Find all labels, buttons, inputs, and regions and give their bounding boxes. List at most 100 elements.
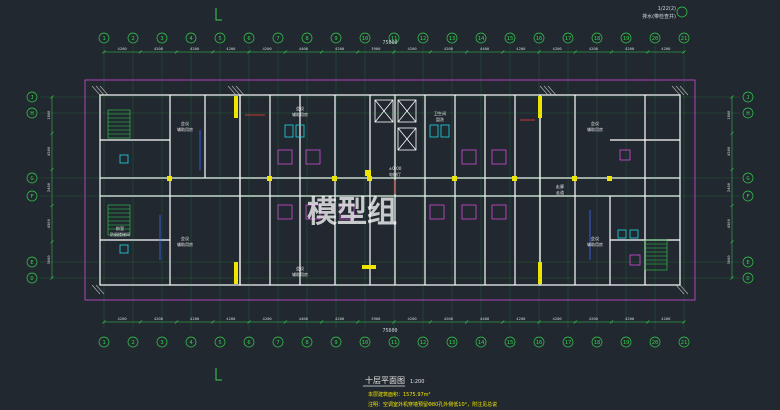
axis-bubble-left: H — [26, 107, 38, 119]
axis-bubble-top: 21 — [678, 32, 690, 44]
axis-bubble-top-label: 10 — [362, 36, 369, 42]
dimension-label-left: 1800 — [46, 110, 51, 120]
axis-bubble-top: 16 — [533, 32, 545, 44]
axis-bubble-top: 1 — [98, 32, 110, 44]
axis-bubble-right-label: G — [746, 176, 749, 182]
axis-bubble-top: 18 — [591, 32, 603, 44]
axis-bubble-top-label: 9 — [334, 36, 337, 42]
total-dimension-top: 75600 — [382, 40, 397, 46]
axis-bubble-top-label: 8 — [305, 36, 308, 42]
axis-bubble-top-label: 16 — [536, 36, 543, 42]
dimension-label-top: 4200 — [553, 46, 563, 51]
axis-bubble-bottom: 14 — [475, 336, 487, 348]
axis-bubble-top: 7 — [272, 32, 284, 44]
dimension-label-bottom: 4200 — [553, 316, 563, 321]
dimension-label-top: 4200 — [589, 46, 599, 51]
axis-bubble-bottom-label: 15 — [507, 340, 514, 346]
dimension-label-top: 4200 — [444, 46, 454, 51]
axis-bubble-left-label: E — [30, 260, 33, 266]
axis-bubble-top-label: 19 — [623, 36, 630, 42]
axis-bubble-top: 10 — [359, 32, 371, 44]
dimension-label-top: 4200 — [408, 46, 418, 51]
dimension-label-top: 3900 — [371, 46, 381, 51]
axis-bubble-top-label: 5 — [218, 36, 221, 42]
pipe-lines — [159, 114, 591, 260]
axis-bubble-top: 14 — [475, 32, 487, 44]
axis-bubble-bottom-label: 8 — [305, 340, 308, 346]
dimension-label-bottom: 4200 — [516, 316, 526, 321]
dimension-label-top: 4400 — [299, 46, 309, 51]
room-name: 卫生间 — [434, 110, 447, 117]
plan-boundary — [84, 79, 696, 301]
dimension-label-bottom: 4200 — [190, 316, 200, 321]
axis-bubble-bottom: 8 — [301, 336, 313, 348]
dimension-label-bottom: 4200 — [589, 316, 599, 321]
axis-bubble-left-label: J — [30, 95, 33, 101]
room-sub: 辅助用房 — [587, 241, 603, 247]
axis-bubble-top: 13 — [446, 32, 458, 44]
dimension-label-top: 4200 — [335, 46, 345, 51]
header-note: 排水(带检查井) — [642, 13, 676, 20]
room-name: 会议 — [296, 265, 305, 272]
axis-bubble-right-label: F — [746, 194, 749, 200]
axis-bubble-bottom-label: 3 — [160, 340, 163, 346]
room-sub: 电梯厅 — [389, 171, 401, 177]
dimension-label-top: 4200 — [516, 46, 526, 51]
axis-bubble-left-label: F — [30, 194, 33, 200]
dimension-label-bottom: 4200 — [625, 316, 635, 321]
axis-bubble-bottom: 5 — [214, 336, 226, 348]
axis-bubble-bottom: 11 — [388, 336, 400, 348]
axis-bubble-right: D — [742, 272, 754, 284]
axis-bubble-bottom-label: 20 — [652, 340, 659, 346]
dimension-label-bottom: 4200 — [408, 316, 418, 321]
axis-bubble-bottom: 21 — [678, 336, 690, 348]
axis-bubble-bottom: 1 — [98, 336, 110, 348]
axis-bubble-bottom: 17 — [562, 336, 574, 348]
axis-bubble-right-label: H — [746, 111, 749, 117]
axis-bubble-right: F — [742, 190, 754, 202]
dimension-label-left: 4500 — [46, 218, 51, 228]
axis-bubble-top: 17 — [562, 32, 574, 44]
dimension-label-left: 3000 — [46, 255, 51, 265]
dimension-label-bottom: 4400 — [299, 316, 309, 321]
dimension-label-right: 1800 — [726, 110, 731, 120]
axis-bubble-bottom: 2 — [127, 336, 139, 348]
axis-bubble-top-label: 3 — [160, 36, 163, 42]
axis-bubble-bottom-label: 7 — [276, 340, 279, 346]
dimension-label-bottom: 4200 — [335, 316, 345, 321]
axis-bubble-bottom-label: 1 — [102, 340, 105, 346]
room-name: 会议 — [591, 235, 600, 242]
dimension-label-right: 4500 — [726, 146, 731, 156]
axis-bubble-top: 11 — [388, 32, 400, 44]
axis-bubble-left: G — [26, 172, 38, 184]
axis-bubble-left: E — [26, 256, 38, 268]
axis-bubble-top-label: 13 — [449, 36, 456, 42]
section-marker-top — [215, 8, 222, 21]
dimension-label-bottom: 4200 — [154, 316, 164, 321]
wall-note: 注明：空调室外机穿墙预留Φ80孔外侧低10°，附注见总说 — [368, 401, 497, 408]
axis-bubble-bottom: 15 — [504, 336, 516, 348]
columns — [167, 96, 612, 284]
room-sub: 走道 — [556, 189, 564, 195]
elevator-core — [374, 99, 417, 151]
header-bubble — [676, 6, 688, 18]
stairs — [107, 109, 668, 271]
axis-bubble-bottom-label: 11 — [391, 340, 398, 346]
axis-bubble-top-label: 21 — [681, 36, 688, 42]
axis-bubble-bottom-label: 10 — [362, 340, 369, 346]
room-name: 前室 — [116, 225, 124, 232]
axis-bubble-bottom: 18 — [591, 336, 603, 348]
watermark: 模型组 — [307, 195, 397, 230]
axis-bubble-bottom-label: 16 — [536, 340, 543, 346]
header-code: 1/22(2) — [658, 6, 676, 12]
room-sub: 防烟楼梯间 — [110, 231, 130, 237]
axis-bubble-bottom: 3 — [156, 336, 168, 348]
dimension-label-left: 4500 — [46, 146, 51, 156]
axis-bubble-right: H — [742, 107, 754, 119]
